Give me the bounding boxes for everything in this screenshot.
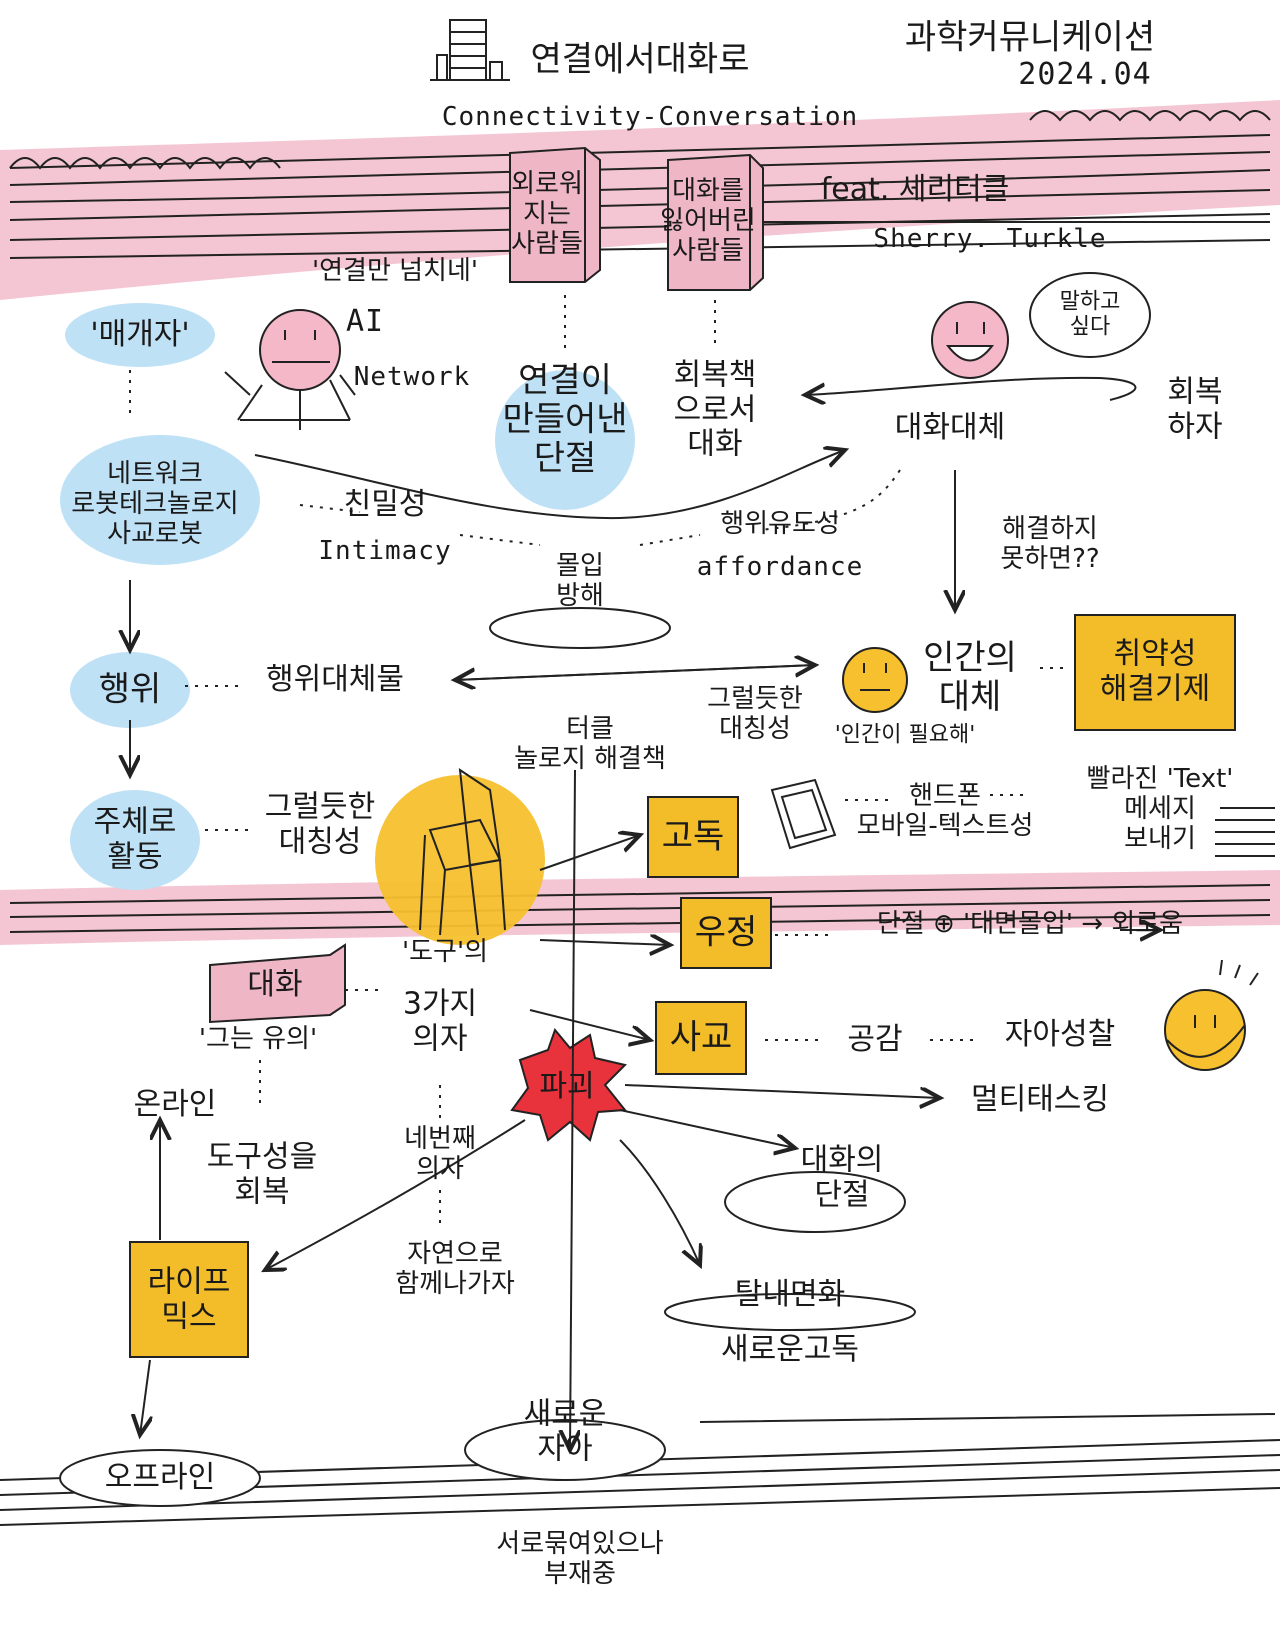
empathy-label: 공감 (847, 1021, 903, 1057)
destruction-label: 파괴 (539, 1068, 595, 1104)
isolation-highlight (495, 370, 635, 510)
affordance-ko-label: 행위유도성 (720, 509, 840, 540)
phone-icon (770, 778, 837, 850)
self-reflection-label: 자아성찰 (1004, 1016, 1116, 1052)
network-label: Network (353, 362, 471, 393)
deinternalize-label: 탈내면화 (734, 1276, 846, 1312)
new-solitude-label: 새로운고독 (721, 1331, 859, 1367)
offline-ellipse (59, 1449, 261, 1507)
offline-label: 오프라인 (104, 1459, 216, 1495)
friendship-box (680, 897, 772, 969)
conversation-box-icon (209, 943, 346, 1024)
immersion-loop (489, 607, 671, 649)
action-substitute-label: 행위대체물 (266, 661, 404, 697)
friendship-label: 우정 (694, 912, 758, 953)
smile-face-icon (931, 301, 1009, 379)
robot-face-icon (224, 309, 356, 430)
title-en: Connectivity-Conversation (441, 102, 859, 133)
online-label: 온라인 (133, 1086, 217, 1122)
deinternalize-loop (664, 1293, 916, 1331)
book-2-icon (667, 153, 764, 291)
friendship-chain-label: 단절 ⊕ '대면몰입' → 외로움 (876, 909, 1184, 940)
building-icon (430, 19, 510, 81)
header-right-line2: 2024.04 (1018, 56, 1152, 92)
affordance-en-label: affordance (696, 552, 864, 583)
connectors (130, 295, 1275, 1450)
subject-activity-highlight (70, 790, 200, 890)
mediator-label: '매개자' (90, 316, 190, 352)
neutral-face-icon (842, 647, 908, 713)
solitude-box (647, 796, 739, 878)
sleepy-face-icon (1164, 959, 1259, 1071)
lifestyle-mix-box (129, 1241, 249, 1358)
conversation-box-label: 대화 (247, 966, 303, 1002)
title-ko: 연결에서대화로 (530, 39, 750, 80)
destruction-burst-icon (510, 1028, 627, 1142)
feat-line1: feat. 셰리터클 (820, 171, 1010, 207)
conversation-cut-loop (724, 1171, 906, 1233)
society-label: 사교 (669, 1017, 733, 1058)
chair-highlight (375, 775, 545, 945)
header-right-line1: 과학커뮤니케이션 (904, 17, 1156, 58)
feat-line2: Sherry. Turkle (873, 224, 1107, 255)
multitasking-label: 멀티태스킹 (971, 1081, 1109, 1117)
top-band (0, 100, 1280, 300)
vulnerability-box (1074, 614, 1236, 731)
mediator-highlight (65, 303, 215, 367)
solitude-label: 고독 (661, 816, 725, 857)
speech-bubble-icon (1029, 272, 1151, 358)
chair-icon (419, 767, 506, 936)
ai-label: AI (345, 303, 385, 339)
connection-overflow-label: '연결만 넘치네' (311, 256, 479, 287)
network-robot-highlight (60, 435, 260, 565)
action-label: 행위 (98, 669, 162, 710)
tool-attention-label: '그는 유의' (198, 1024, 318, 1055)
intimacy-en-label: Intimacy (318, 536, 452, 567)
action-highlight (70, 652, 190, 728)
conversation-substitute-label: 대화대체 (894, 409, 1006, 445)
intimacy-ko-label: 친밀성 (343, 486, 427, 522)
chair-label: '도구'의 (401, 937, 489, 968)
book-1-icon (509, 146, 601, 283)
human-need-label: '인간이 필요해' (834, 722, 976, 748)
society-box (655, 1001, 747, 1075)
